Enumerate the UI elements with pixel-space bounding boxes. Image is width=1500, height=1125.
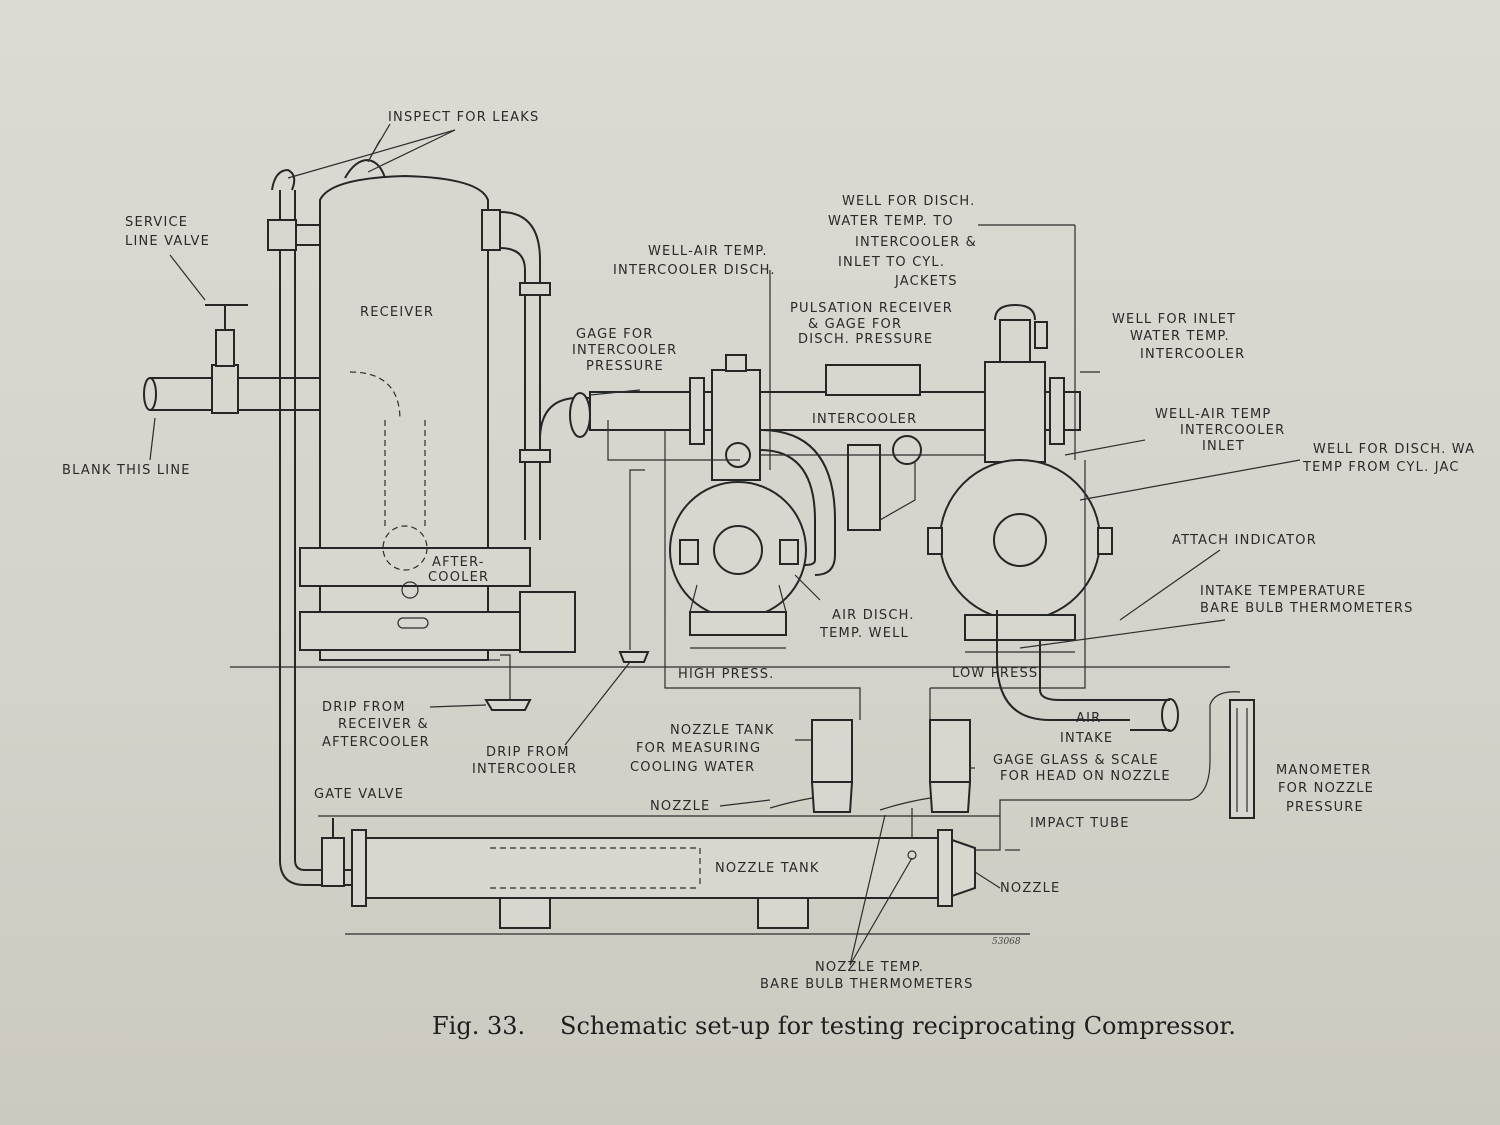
pulsation-receiver bbox=[847, 435, 922, 531]
label-nozzle-left: NOZZLE bbox=[650, 799, 710, 814]
label-manometer-3: PRESSURE bbox=[1286, 800, 1364, 815]
label-nozzle-temp-2: BARE BULB THERMOMETERS bbox=[760, 977, 974, 992]
label-aftercooler-1: AFTER- bbox=[432, 555, 485, 570]
label-drip-receiver-2: RECEIVER & bbox=[338, 717, 429, 732]
label-high-press: HIGH PRESS. bbox=[678, 667, 775, 682]
label-pulsation-3: DISCH. PRESSURE bbox=[798, 332, 933, 347]
label-well-air-inlet-2: INTERCOOLER bbox=[1180, 423, 1285, 438]
label-well-disch-water-3: INTERCOOLER & bbox=[855, 235, 977, 250]
drip-pans bbox=[484, 651, 650, 711]
label-nozzle-temp-1: NOZZLE TEMP. bbox=[815, 960, 924, 975]
label-blank-line: BLANK THIS LINE bbox=[62, 463, 191, 478]
main-nozzle-tank bbox=[351, 808, 976, 929]
label-nozzle-right: NOZZLE bbox=[1000, 881, 1060, 896]
diagram-labels: INSPECT FOR LEAKS SERVICE LINE VALVE REC… bbox=[62, 110, 1475, 992]
floor-lines bbox=[230, 666, 1230, 935]
receiver-tank bbox=[319, 123, 489, 661]
label-intake-temp-2: BARE BULB THERMOMETERS bbox=[1200, 601, 1414, 616]
label-nozzle-tank-meas-1: NOZZLE TANK bbox=[670, 723, 775, 738]
manometer bbox=[975, 691, 1255, 851]
label-gate-valve: GATE VALVE bbox=[314, 787, 404, 802]
label-air-intake-2: INTAKE bbox=[1060, 731, 1113, 746]
leader-lines bbox=[149, 129, 1301, 966]
figure-caption: Fig. 33. Schematic set-up for testing re… bbox=[432, 1012, 1236, 1040]
label-air-disch-2: TEMP. WELL bbox=[819, 626, 909, 641]
low-pressure-cylinder bbox=[927, 303, 1179, 732]
label-well-inlet-water-3: INTERCOOLER bbox=[1140, 347, 1245, 362]
label-well-air-inlet-3: INLET bbox=[1202, 439, 1245, 454]
label-receiver: RECEIVER bbox=[360, 305, 434, 320]
label-gage-intercooler-1: GAGE FOR bbox=[576, 327, 654, 342]
label-intercooler: INTERCOOLER bbox=[812, 412, 917, 427]
caption-text: Schematic set-up for testing reciprocati… bbox=[560, 1012, 1236, 1040]
label-inspect-leaks: INSPECT FOR LEAKS bbox=[388, 110, 539, 125]
label-well-disch-water-2: WATER TEMP. TO bbox=[828, 214, 954, 229]
label-service-line-valve-1: SERVICE bbox=[125, 215, 188, 230]
gate-valve-pipe bbox=[267, 168, 360, 887]
label-well-disch-cyl-1: WELL FOR DISCH. WA bbox=[1313, 442, 1475, 457]
label-drip-intercooler-1: DRIP FROM bbox=[486, 745, 570, 760]
label-air-intake-1: AIR bbox=[1076, 711, 1101, 726]
label-well-disch-water-4: INLET TO CYL. bbox=[838, 255, 945, 270]
label-manometer-2: FOR NOZZLE bbox=[1278, 781, 1374, 796]
discharge-riser bbox=[481, 209, 591, 653]
label-well-air-inlet-1: WELL-AIR TEMP bbox=[1155, 407, 1271, 422]
label-attach-indicator: ATTACH INDICATOR bbox=[1172, 533, 1317, 548]
label-aftercooler-2: COOLER bbox=[428, 570, 489, 585]
label-impact-tube: IMPACT TUBE bbox=[1030, 816, 1130, 831]
label-pulsation-1: PULSATION RECEIVER bbox=[790, 301, 953, 316]
label-gage-intercooler-3: PRESSURE bbox=[586, 359, 664, 374]
label-nozzle-tank: NOZZLE TANK bbox=[715, 861, 820, 876]
label-well-disch-cyl-2: TEMP FROM CYL. JAC bbox=[1302, 460, 1460, 475]
water-lines bbox=[500, 224, 1086, 720]
drawing-number: 53068 bbox=[992, 937, 1021, 947]
label-well-air-disch-2: INTERCOOLER DISCH. bbox=[613, 263, 776, 278]
label-well-inlet-water-2: WATER TEMP. bbox=[1130, 329, 1230, 344]
small-nozzle-tanks bbox=[769, 719, 972, 813]
label-pulsation-2: & GAGE FOR bbox=[808, 317, 902, 332]
caption-fig-number: Fig. 33. bbox=[432, 1012, 525, 1040]
label-well-air-disch-1: WELL-AIR TEMP. bbox=[648, 244, 768, 259]
label-well-disch-water-5: JACKETS bbox=[894, 274, 958, 289]
label-air-disch-1: AIR DISCH. bbox=[832, 608, 915, 623]
label-drip-intercooler-2: INTERCOOLER bbox=[472, 762, 577, 777]
label-nozzle-tank-meas-2: FOR MEASURING bbox=[636, 741, 761, 756]
label-intake-temp-1: INTAKE TEMPERATURE bbox=[1200, 584, 1366, 599]
label-low-press: LOW PRESS. bbox=[952, 666, 1044, 681]
label-manometer-1: MANOMETER bbox=[1276, 763, 1371, 778]
label-gage-intercooler-2: INTERCOOLER bbox=[572, 343, 677, 358]
high-pressure-cylinder bbox=[669, 354, 807, 649]
label-well-inlet-water-1: WELL FOR INLET bbox=[1112, 312, 1236, 327]
label-service-line-valve-2: LINE VALVE bbox=[125, 234, 210, 249]
label-gage-glass-2: FOR HEAD ON NOZZLE bbox=[1000, 769, 1171, 784]
label-nozzle-tank-meas-3: COOLING WATER bbox=[630, 760, 755, 775]
label-gage-glass-1: GAGE GLASS & SCALE bbox=[993, 753, 1159, 768]
label-drip-receiver-3: AFTERCOOLER bbox=[322, 735, 430, 750]
aftercooler bbox=[299, 371, 531, 661]
label-well-disch-water-1: WELL FOR DISCH. bbox=[842, 194, 975, 209]
service-line-pipe bbox=[143, 254, 321, 414]
label-drip-receiver-1: DRIP FROM bbox=[322, 700, 406, 715]
